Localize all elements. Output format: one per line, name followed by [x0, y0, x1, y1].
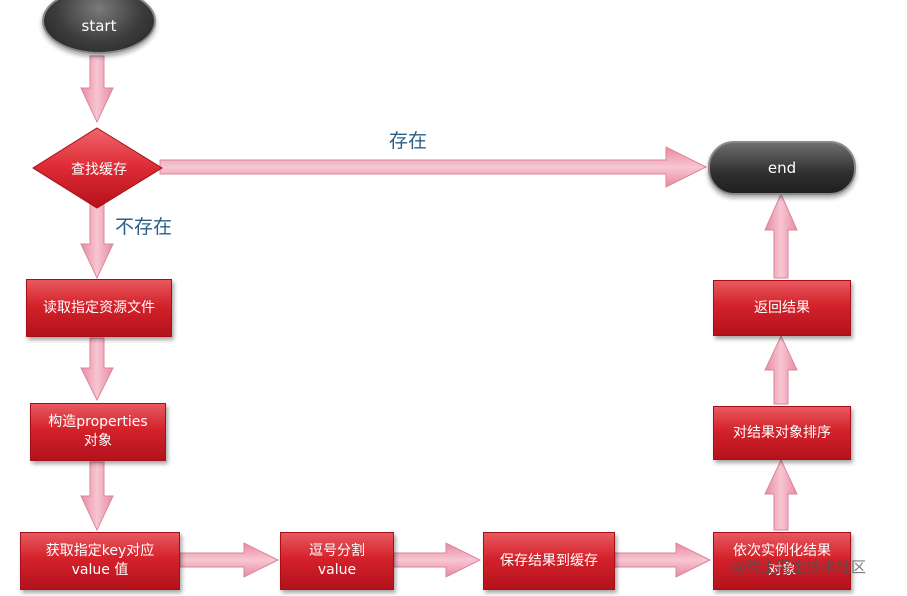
decision-label: 查找缓存 — [71, 162, 127, 178]
arrow-decision-to-read — [80, 202, 114, 280]
arrow-read-to-build — [80, 337, 114, 402]
instantiate-box: 依次实例化结果 对象 — [713, 532, 851, 590]
arrow-build-to-get — [80, 461, 114, 532]
decision-diamond — [32, 127, 163, 209]
arrow-save-to-instantiate — [614, 542, 712, 578]
build-properties-line1: 构造properties — [48, 414, 148, 430]
arrow-return-to-end — [764, 192, 798, 279]
arrow-instantiate-to-sort — [764, 458, 798, 531]
sort-label: 对结果对象排序 — [733, 424, 831, 441]
get-value-line1: 获取指定key对应 — [45, 543, 155, 559]
edge-label-not-exists: 不存在 — [115, 216, 173, 238]
arrow-start-to-decision — [80, 55, 114, 124]
edge-label-exists: 存在 — [389, 130, 428, 152]
read-resource-label: 读取指定资源文件 — [43, 299, 155, 316]
split-box: 逗号分割 value — [280, 532, 394, 590]
return-box: 返回结果 — [713, 280, 851, 336]
save-cache-box: 保存结果到缓存 — [483, 532, 615, 590]
instantiate-line2: 对象 — [768, 562, 796, 578]
split-line1: 逗号分割 — [309, 543, 365, 559]
arrow-get-to-split — [179, 542, 280, 578]
start-terminal: start — [42, 0, 156, 54]
build-properties-line2: 对象 — [84, 433, 112, 449]
arrow-split-to-save — [393, 542, 482, 578]
sort-box: 对结果对象排序 — [713, 406, 851, 460]
arrow-decision-to-end — [159, 146, 708, 188]
watermark-text: @稀土掘金技术社区 — [731, 558, 867, 576]
end-label: end — [767, 159, 797, 177]
arrow-sort-to-return — [764, 334, 798, 405]
get-value-box: 获取指定key对应 value 值 — [20, 532, 180, 590]
read-resource-box: 读取指定资源文件 — [26, 279, 172, 337]
build-properties-box: 构造properties 对象 — [30, 403, 166, 461]
instantiate-line1: 依次实例化结果 — [733, 543, 831, 559]
return-label: 返回结果 — [754, 299, 810, 316]
save-cache-label: 保存结果到缓存 — [500, 552, 598, 569]
split-line2: value — [317, 562, 357, 578]
get-value-line2: value 值 — [71, 562, 129, 578]
end-terminal: end — [708, 141, 856, 195]
start-label: start — [81, 17, 117, 35]
